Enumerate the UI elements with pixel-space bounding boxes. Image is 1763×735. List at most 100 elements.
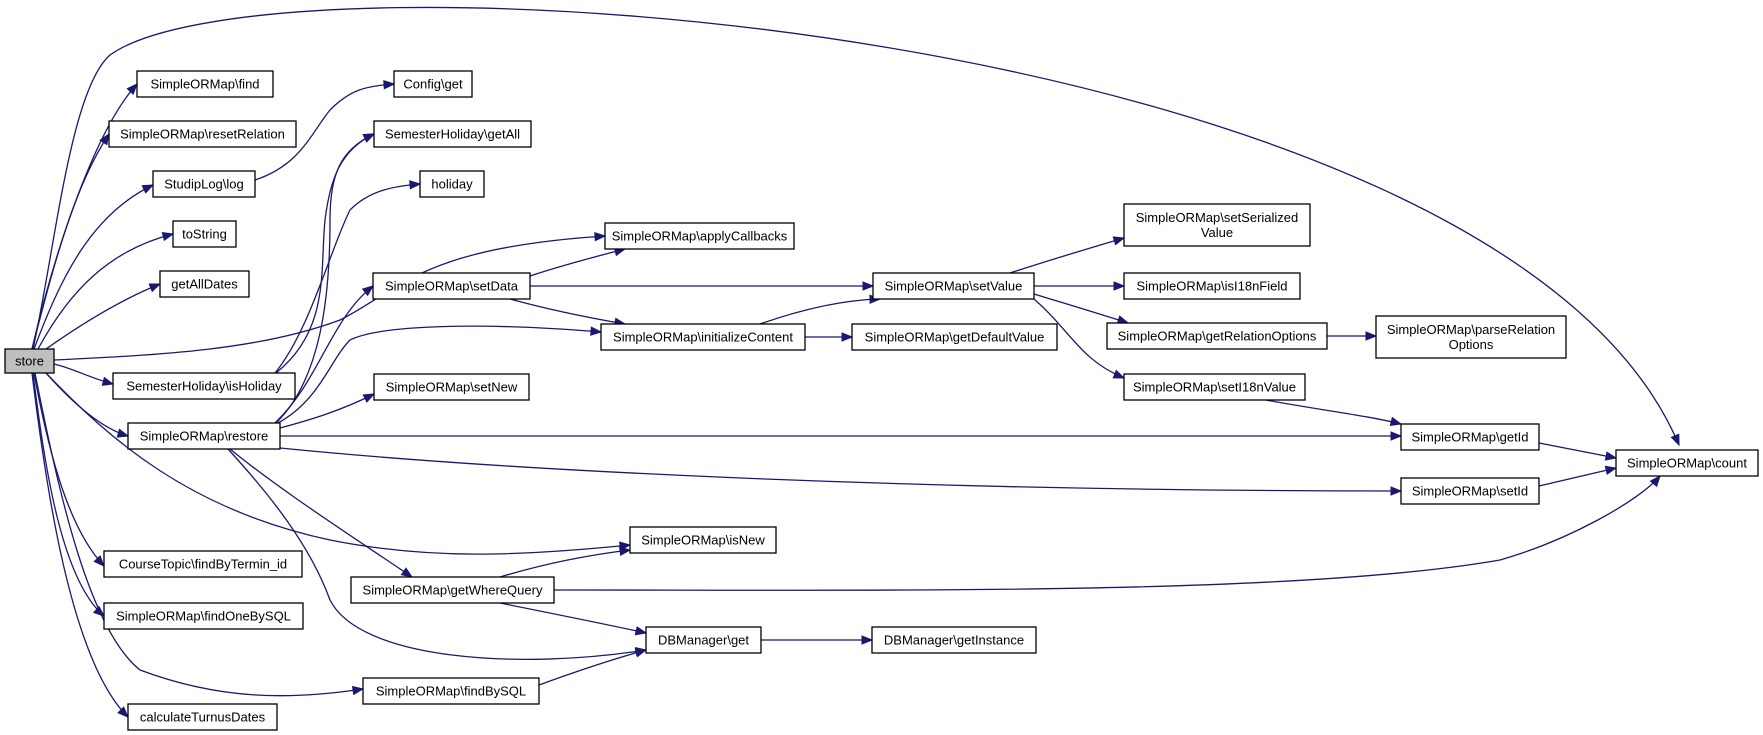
node-find[interactable]: SimpleORMap\find: [136, 70, 274, 98]
node-set-i18n-value[interactable]: SimpleORMap\setI18nValue: [1123, 373, 1306, 401]
node-db-get[interactable]: DBManager\get: [645, 626, 762, 654]
arrowhead: [126, 83, 138, 95]
node-label: store: [15, 354, 44, 369]
node-box: [152, 170, 256, 198]
edge-store-to-get-all-dates: [45, 283, 162, 350]
edge-set-value-to-set-serialized-value: [1009, 236, 1126, 274]
node-box: [4, 348, 55, 374]
edge-set-data-to-apply-callbacks: [529, 247, 627, 277]
edge-get-where-query-to-count: [553, 474, 1661, 591]
arrowhead: [861, 635, 874, 645]
node-box: [159, 270, 250, 298]
arrowhead: [1389, 416, 1403, 426]
node-box: [1106, 322, 1328, 350]
node-apply-callbacks[interactable]: SimpleORMap\applyCallbacks: [604, 222, 795, 250]
node-label: Value: [1201, 225, 1233, 240]
node-get-all-dates[interactable]: getAllDates: [159, 270, 250, 298]
edge-set-id-to-count: [1538, 465, 1618, 487]
node-label: DBManager\getInstance: [884, 633, 1024, 648]
arrowhead: [383, 79, 396, 90]
node-box: [872, 272, 1035, 300]
node-calculate-turnus[interactable]: calculateTurnusDates: [127, 703, 278, 731]
arrowhead: [1604, 465, 1618, 475]
node-label: SimpleORMap\find: [150, 77, 259, 92]
node-get-instance[interactable]: DBManager\getInstance: [871, 626, 1037, 654]
edge-store-to-find-by-sql: [34, 372, 365, 697]
node-is-new[interactable]: SimpleORMap\isNew: [629, 526, 777, 554]
edge-store-to-studip-log: [33, 184, 155, 350]
edge-set-data-to-set-value: [529, 281, 875, 291]
node-box: [393, 70, 473, 98]
node-find-by-termin[interactable]: CourseTopic\findByTermin_id: [103, 550, 303, 578]
node-set-value[interactable]: SimpleORMap\setValue: [872, 272, 1035, 300]
node-holiday[interactable]: holiday: [419, 170, 485, 198]
node-initialize-content[interactable]: SimpleORMap\initializeContent: [600, 323, 806, 351]
edge-store-to-to-string: [37, 231, 175, 350]
node-get-default-value[interactable]: SimpleORMap\getDefaultValue: [851, 323, 1058, 351]
node-is-holiday[interactable]: SemesterHoliday\isHoliday: [112, 372, 296, 400]
node-count[interactable]: SimpleORMap\count: [1615, 449, 1759, 477]
arrowhead: [590, 326, 603, 336]
edge-set-value-to-get-relation-options: [1033, 293, 1130, 325]
node-find-by-sql[interactable]: SimpleORMap\findBySQL: [362, 677, 540, 705]
arrowhead: [400, 567, 414, 578]
edge-restore-to-set-new: [279, 393, 376, 429]
arrowhead: [634, 648, 648, 658]
node-label: SimpleORMap\findOneBySQL: [116, 609, 291, 624]
node-store[interactable]: store: [4, 348, 55, 374]
node-label: SimpleORMap\isNew: [641, 533, 765, 548]
node-label: SimpleORMap\initializeContent: [613, 330, 793, 345]
node-label: SimpleORMap\getId: [1411, 430, 1528, 445]
node-box: [127, 703, 278, 731]
node-studip-log[interactable]: StudipLog\log: [152, 170, 256, 198]
node-label: DBManager\get: [658, 633, 749, 648]
node-set-new[interactable]: SimpleORMap\setNew: [373, 373, 530, 401]
node-get-all[interactable]: SemesterHoliday\getAll: [373, 120, 532, 148]
edge-store-to-calculate-turnus: [31, 372, 129, 718]
node-label: SimpleORMap\setData: [385, 279, 519, 294]
edge-store-to-count: [32, 6, 1680, 447]
node-set-id[interactable]: SimpleORMap\setId: [1400, 477, 1540, 505]
edges-layer: [31, 6, 1680, 718]
arrowhead: [362, 393, 376, 403]
node-find-one-by-sql[interactable]: SimpleORMap\findOneBySQL: [103, 602, 304, 630]
node-get-relation-options[interactable]: SimpleORMap\getRelationOptions: [1106, 322, 1328, 350]
node-box: [645, 626, 762, 654]
node-box: [112, 372, 296, 400]
node-box: [600, 323, 806, 351]
edge-initialize-content-to-get-default-value: [804, 332, 854, 342]
edge-restore-to-set-id: [279, 447, 1403, 496]
edge-get-id-to-count: [1538, 442, 1618, 461]
edge-restore-to-get-id: [280, 431, 1403, 441]
arrowhead: [93, 555, 105, 567]
node-box: [419, 170, 485, 198]
node-label: SimpleORMap\getRelationOptions: [1118, 329, 1317, 344]
arrowhead: [351, 685, 365, 696]
node-config-get[interactable]: Config\get: [393, 70, 473, 98]
arrowhead: [101, 376, 115, 386]
arrowhead: [594, 231, 607, 242]
node-box: [1400, 423, 1540, 451]
arrowhead: [141, 184, 155, 194]
arrowhead: [1112, 236, 1126, 246]
node-to-string[interactable]: toString: [172, 220, 237, 248]
edge-restore-to-initialize-content: [277, 325, 603, 424]
node-label: SimpleORMap\setNew: [386, 380, 518, 395]
arrowhead: [1390, 486, 1403, 496]
edge-store-to-find-one-by-sql: [32, 372, 106, 617]
node-label: CourseTopic\findByTermin_id: [119, 557, 287, 572]
node-is-i18n-field[interactable]: SimpleORMap\isI18nField: [1123, 272, 1301, 300]
node-get-where-query[interactable]: SimpleORMap\getWhereQuery: [350, 576, 555, 604]
edge-set-value-to-set-i18n-value: [1033, 298, 1126, 379]
node-box: [373, 120, 532, 148]
node-reset-relation[interactable]: SimpleORMap\resetRelation: [108, 120, 297, 148]
arrowhead: [841, 332, 854, 342]
node-set-data[interactable]: SimpleORMap\setData: [372, 272, 531, 300]
node-box: [108, 120, 297, 148]
node-get-id[interactable]: SimpleORMap\getId: [1400, 423, 1540, 451]
arrowhead: [862, 281, 875, 291]
node-restore[interactable]: SimpleORMap\restore: [127, 422, 281, 450]
